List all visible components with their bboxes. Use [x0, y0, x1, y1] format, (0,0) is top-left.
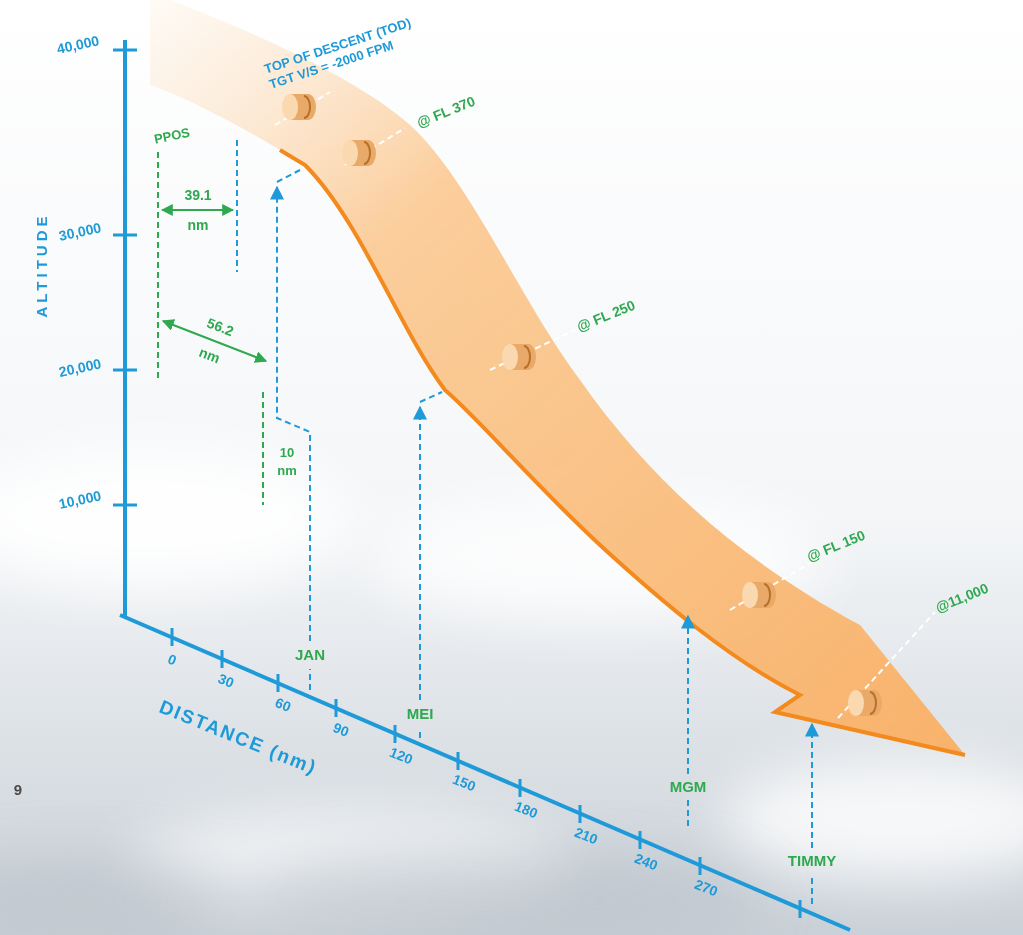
altitude-markers	[282, 94, 882, 716]
altitude-constraint: @11,000	[933, 580, 991, 616]
waypoint-name: JAN	[295, 646, 325, 664]
waypoint-name: TIMMY	[788, 852, 836, 870]
altitude-constraint: @ FL 370	[414, 93, 477, 132]
axis-title: ALTITUDE	[33, 212, 51, 317]
distance-value: 30	[216, 670, 237, 691]
distance-value: 0	[165, 651, 179, 669]
distance-value: 270	[692, 876, 720, 900]
altitude-value: 40,000	[55, 32, 100, 57]
descent-note: TOP OF DESCENT (TOD) TGT V/S = -2000 FPM	[262, 7, 441, 92]
altitude-constraint: @ FL 150	[804, 527, 867, 566]
altitude-value: 30,000	[57, 219, 102, 244]
waypoint-leaders	[237, 140, 812, 904]
distance-value: 90	[331, 719, 352, 740]
descent-ribbon	[150, 0, 965, 755]
altitude-constraint: @ FL 250	[574, 297, 637, 336]
ribbon-front-edge	[280, 150, 965, 755]
axis-title: DISTANCE (nm)	[156, 696, 320, 780]
distance-dimension: 39.1 nm	[175, 180, 221, 240]
altitude-value: 20,000	[57, 355, 102, 380]
distance-dimensions	[158, 152, 266, 505]
distance-dimension: 10 nm	[275, 444, 299, 480]
distance-value: 60	[273, 694, 294, 715]
distance-value: 210	[572, 824, 600, 848]
distance-value: 180	[512, 798, 540, 822]
altitude-value: 10,000	[57, 487, 102, 512]
waypoint-name: MEI	[407, 705, 434, 723]
marker-dashes	[275, 92, 935, 718]
distance-value: 150	[450, 771, 478, 795]
position-label: PPOS	[153, 125, 192, 148]
waypoint-name: MGM	[670, 778, 707, 796]
distance-value: 240	[632, 850, 660, 874]
cloud-shadows	[0, 850, 760, 935]
axes	[113, 40, 850, 930]
distance-dimension: 56.2 nm	[183, 305, 247, 377]
distance-value: 120	[387, 744, 415, 768]
page-number: 9	[14, 781, 22, 799]
